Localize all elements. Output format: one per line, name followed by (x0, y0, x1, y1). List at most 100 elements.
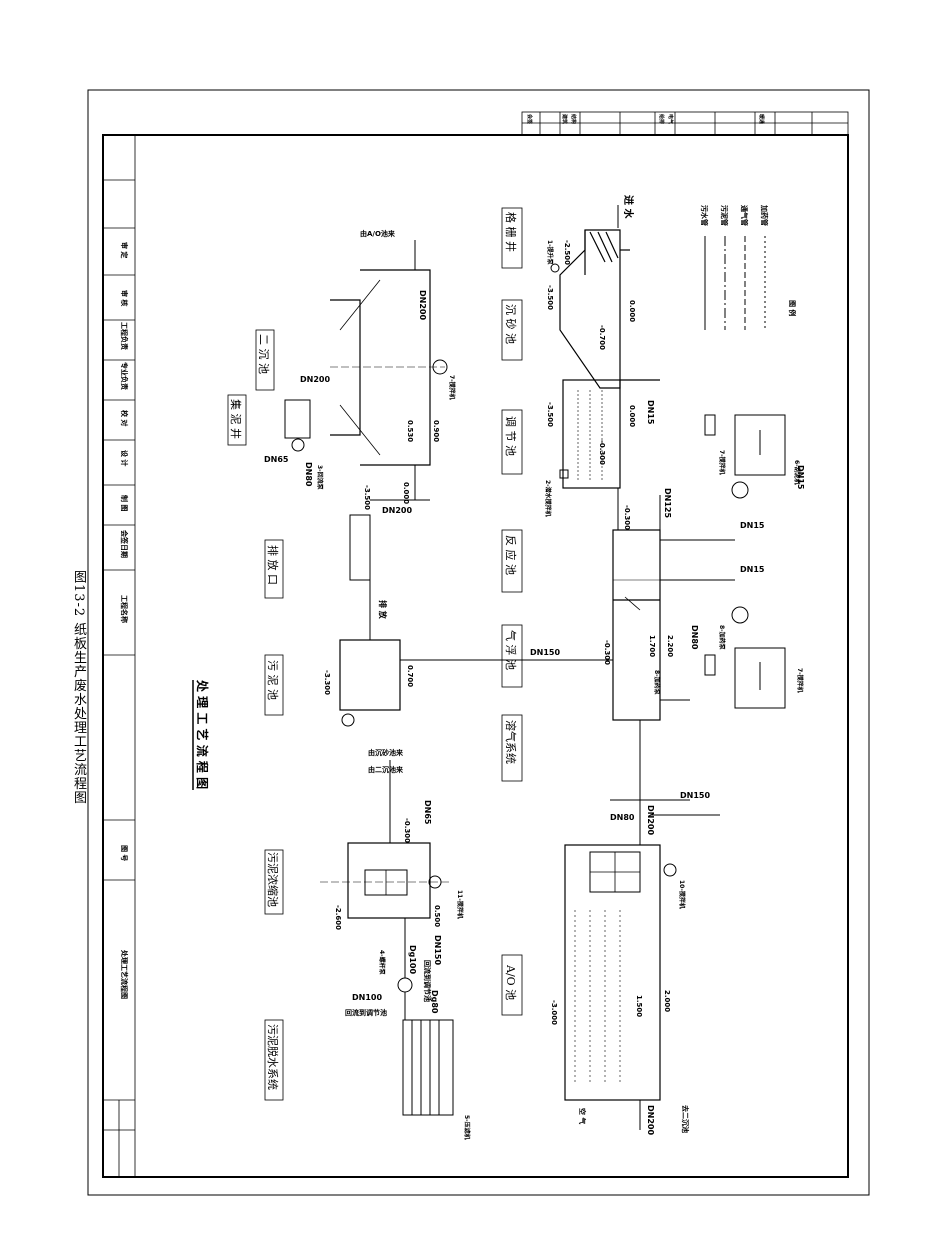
dosing-pump-8a: 7-搅拌机 (718, 450, 726, 475)
from-ao-note: 由A/O池来 (360, 229, 396, 238)
ao-tank (564, 844, 661, 1101)
elev-12: 2.200 (666, 635, 674, 657)
tb-row-5: 校 对 (120, 410, 129, 426)
sign-1: 会签 (526, 113, 533, 125)
pipe-dn150-b: DN150 (680, 791, 710, 800)
label-box-thickener (264, 849, 284, 915)
pipe-dn15-c: DN15 (740, 565, 765, 574)
sign-3: 结构 (570, 114, 577, 124)
discharge-label: 排 放 (378, 600, 388, 620)
elev-10: 0.700 (406, 665, 414, 687)
label-box-aeration (501, 714, 523, 782)
elev-14: 2.000 (663, 990, 671, 1012)
figure-caption: 图13-2 纸板生产废水处理工艺流程图 (71, 570, 86, 805)
pipe-dn150-a: DN150 (530, 648, 560, 657)
elev-7: -0.300 (598, 440, 606, 465)
mixer-2: 2-潜水搅拌机 (544, 469, 569, 517)
tb-row-7: 制 图 (120, 495, 129, 511)
reaction-flotation-tank (612, 529, 661, 721)
elev-11: -3.300 (323, 670, 331, 695)
legend-item-3: 通气管 (740, 205, 749, 226)
tb-row-2: 审 核 (120, 290, 129, 306)
outfall-structure (349, 514, 371, 581)
from-grit-note: 由沉砂池来 (368, 748, 404, 757)
screen-well-grit-structure (559, 229, 630, 389)
drawing-title: 处 理 工 艺 流 程 图 (195, 679, 210, 789)
pipe-dg100: Dg100 (408, 945, 417, 975)
elev-8: -0.300 (623, 505, 631, 530)
elev-23: -2.600 (334, 905, 342, 930)
pipe-dn65-b: DN65 (423, 800, 432, 825)
pipe-dn200-e: DN200 (300, 375, 330, 384)
unit-secondary: 二 沉 池 (257, 334, 270, 374)
elev-17: 0.900 (432, 420, 440, 442)
dosing-pump-8b: 8-加药泵 (718, 625, 726, 651)
secondary-clarifier (330, 269, 448, 466)
pipe-dn150-c: DN150 (433, 935, 442, 965)
signoff-table (521, 111, 849, 136)
pump-1: 1-提升泵 (546, 240, 560, 273)
dosing-system-1 (704, 414, 786, 499)
from-secondary-note: 由二沉池来 (368, 765, 404, 774)
mixer-7b: 7-搅拌机 (796, 668, 804, 693)
scraper-9: 8-加药泵 (653, 670, 661, 696)
sign-4: 给排 (658, 114, 665, 124)
svg-text:2-潜水搅拌机: 2-潜水搅拌机 (544, 480, 552, 517)
label-box-ao (501, 954, 523, 1016)
elev-2: -3.500 (546, 285, 554, 310)
return-note-2: 回流到调节池 (345, 1008, 387, 1017)
elev-5: -3.500 (546, 402, 554, 427)
inner-frame (102, 134, 849, 1178)
legend-item-2: 污泥管 (720, 205, 729, 226)
label-box-sludge-well (227, 394, 247, 446)
pipelines (369, 240, 735, 1130)
outer-frame (87, 89, 870, 1196)
tb-row-6: 设 计 (120, 450, 129, 466)
air-note: 空 气 (578, 1108, 587, 1124)
unit-aeration: 溶气系统 (504, 720, 518, 764)
sludge-pump (341, 713, 355, 727)
pipe-dn80-b: DN80 (610, 813, 635, 822)
sludge-well (284, 399, 311, 439)
elev-19: -3.500 (363, 485, 371, 510)
to-secondary-note: 去二沉池 (681, 1105, 690, 1133)
inflow-label: 进 水 (622, 195, 635, 219)
diffusers-eq (577, 390, 603, 480)
screw-pump-4 (397, 977, 413, 993)
pipe-dn80-a: DN80 (690, 625, 699, 650)
elev-18: 0.530 (406, 420, 414, 442)
elev-16: -3.000 (550, 1000, 558, 1025)
tb-row-1: 审 定 (120, 242, 129, 258)
return-pump-3-label: 3-回流泵 (316, 465, 324, 491)
sign-5: 电气 (667, 114, 674, 124)
screw-pump-4-label: 4-螺杆泵 (378, 950, 386, 976)
unit-sludge-tank: 污 泥 池 (266, 660, 279, 700)
diffusers-ao (574, 910, 621, 1085)
unit-equalization: 调 节 池 (504, 416, 517, 456)
unit-flotation: 气 浮 池 (504, 630, 518, 670)
pipe-dn200-a: DN200 (646, 805, 655, 835)
tb-row-3: 工程负责 (120, 322, 129, 350)
label-box-screen (501, 207, 523, 269)
elev-3: 0.000 (628, 300, 636, 322)
mixer-11: 11-搅拌机 (456, 890, 464, 919)
elev-4: -0.700 (598, 325, 606, 350)
label-box-dewatering (264, 1019, 284, 1101)
elev-21: -0.300 (403, 818, 411, 843)
mixer-10 (663, 863, 677, 877)
return-note-1: 回流到调节池 (423, 960, 432, 1002)
sludge-tank (339, 639, 401, 711)
label-box-grit (501, 299, 523, 361)
mixer-7a: 6-刮泥机 (793, 460, 801, 485)
label-box-outfall (264, 539, 284, 599)
unit-sludge-well: 集 泥 井 (229, 399, 243, 439)
pipe-dn80-c: DN80 (304, 462, 313, 487)
title-block (103, 135, 136, 1177)
pipe-dn100: DN100 (352, 993, 382, 1002)
legend-item-4: 加药管 (760, 204, 769, 226)
sludge-thickener (320, 842, 450, 919)
unit-dewatering: 污泥脱水系统 (266, 1024, 280, 1090)
dosing-system-2 (704, 606, 786, 709)
legend-item-1: 污水管 (700, 205, 709, 226)
